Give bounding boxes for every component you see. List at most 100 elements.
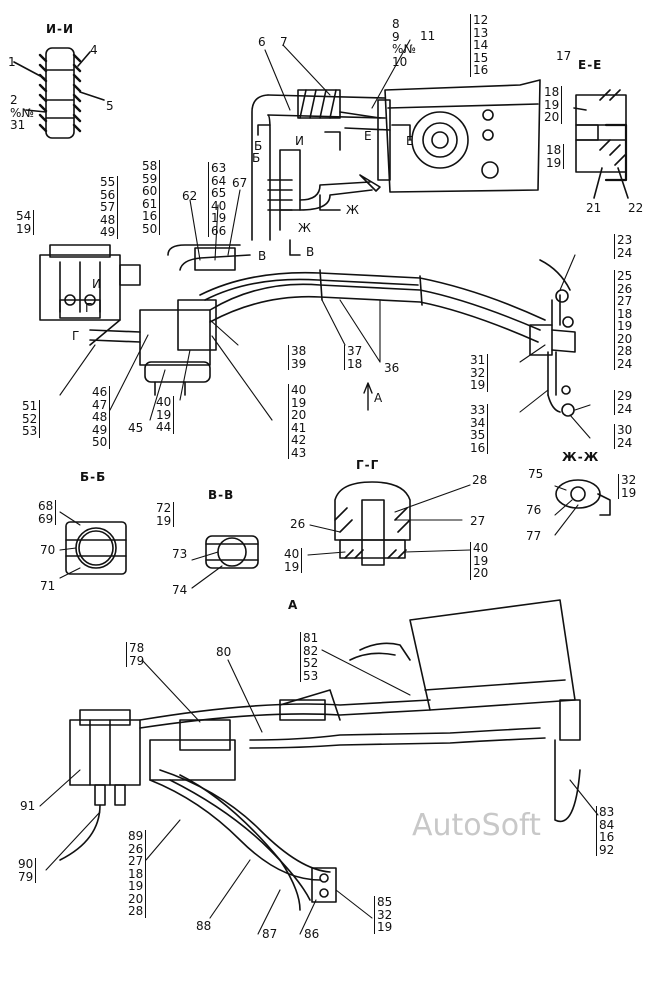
stack-line: 28: [617, 344, 633, 358]
stack-line: 32: [621, 473, 637, 487]
stack-line: 82: [303, 643, 319, 658]
part-stack-25-24: 25 26 27 18 19 20 28 24: [614, 270, 632, 370]
part-label-27: 27: [470, 514, 486, 528]
stack-line: 19: [473, 553, 489, 568]
stack-line: 83: [599, 805, 615, 819]
stack-line: 49: [100, 225, 116, 239]
stack-line: 20: [473, 566, 489, 580]
mark-e1: Е: [406, 134, 414, 148]
stack-line: 64: [211, 173, 227, 188]
stack-line: 41: [291, 420, 307, 435]
stack-line: 68: [38, 499, 54, 513]
part-stack-31-19: 31 32 19: [470, 354, 489, 392]
part-stack-23-24: 23 24: [614, 234, 632, 259]
stack-line: 26: [128, 841, 144, 856]
part-label-73: 73: [172, 547, 188, 561]
stack-line: 19: [284, 559, 300, 574]
stack-line: 2: [10, 93, 18, 107]
stack-line: 54: [16, 209, 32, 223]
part-label-74: 74: [172, 583, 188, 597]
part-label-36: 36: [384, 361, 400, 375]
stack-line: 40: [291, 383, 307, 397]
stack-line: 90: [18, 857, 34, 871]
stack-line: 85: [377, 895, 393, 909]
part-stack-89-28: 89 26 27 18 19 20 28: [128, 829, 147, 918]
stack-line: 19: [544, 97, 560, 112]
stack-line: 16: [470, 440, 486, 455]
stack-line: 19: [546, 155, 562, 170]
stack-line: 53: [303, 668, 319, 683]
stack-line: 35: [470, 428, 486, 442]
stack-line: 63: [211, 161, 227, 175]
mark-e2: Е: [364, 129, 372, 143]
stack-line: 44: [156, 420, 172, 434]
part-label-71: 71: [40, 579, 56, 593]
stack-line: 51: [22, 399, 38, 413]
stack-line: 19: [156, 407, 172, 422]
stack-line: 50: [142, 221, 158, 236]
view-a-assembly: [59, 599, 581, 911]
stack-line: 65: [211, 186, 227, 200]
stack-line: 24: [617, 356, 633, 371]
part-stack-33-16: 33 34 35 16: [470, 403, 489, 455]
stack-line: 37: [347, 344, 363, 358]
part-stack-78-79: 78 79: [126, 642, 144, 667]
stack-line: 19: [470, 378, 486, 392]
mark-v1: В: [258, 249, 267, 263]
valve-block: [39, 244, 251, 396]
part-stack-18-20: 18 19 20: [544, 86, 563, 124]
section-title-vv: В-В: [208, 488, 235, 502]
stack-line: 20: [617, 331, 633, 346]
stack-line: 15: [473, 50, 489, 65]
stack-line: 89: [128, 829, 144, 843]
stack-line: 20: [291, 408, 307, 422]
stack-line: 8: [392, 17, 400, 31]
part-stack-38-39: 38 39: [288, 345, 306, 370]
section-zhzh-clamp: [555, 479, 611, 516]
stack-line: 27: [617, 294, 633, 308]
stack-line: 24: [617, 435, 633, 450]
section-title-ii: И-И: [46, 22, 75, 36]
part-stack-85-19: 85 32 19: [374, 896, 392, 934]
stack-line: 52: [303, 656, 319, 670]
stack-line: 19: [16, 221, 32, 236]
part-stack-46-50: 46 47 48 49 50: [92, 385, 111, 449]
stack-line: 14: [473, 38, 489, 52]
section-gg-fitting: [334, 481, 411, 566]
stack-line: 56: [100, 187, 116, 202]
stack-line: 42: [291, 433, 307, 447]
mark-zh1: Ж: [346, 203, 359, 217]
part-stack-29-24: 29 24: [614, 390, 632, 415]
section-bb-clamp: [65, 521, 127, 575]
stack-line: 48: [92, 410, 108, 424]
stack-line: 19: [621, 485, 637, 500]
part-stack-51-53: 51 52 53: [22, 399, 41, 438]
stack-line: 32: [377, 907, 393, 922]
stack-line: 18: [347, 356, 363, 371]
mark-b1: Б: [254, 139, 263, 153]
stack-line: 19: [617, 319, 633, 333]
stack-line: 33: [470, 403, 486, 417]
stack-line: 16: [473, 63, 489, 77]
part-stack-40-19-left: 40 19: [284, 548, 303, 574]
part-stack-55-49: 55 56 57 48 49: [100, 176, 119, 239]
part-stack-54-19: 54 19: [16, 209, 35, 236]
stack-line: 52: [22, 411, 38, 426]
stack-line: 50: [92, 435, 108, 449]
stack-line: 20: [128, 891, 144, 906]
stack-line: 27: [128, 854, 144, 868]
arrow-a-label: А: [374, 391, 383, 405]
stack-line: 25: [617, 269, 633, 283]
part-stack-68-69: 68 69: [38, 499, 57, 525]
stack-line: 26: [617, 281, 633, 296]
mark-g1: Г: [85, 301, 93, 315]
part-label-28: 28: [472, 473, 488, 487]
stack-line: 84: [599, 817, 615, 832]
section-title-zhzh: Ж-Ж: [562, 450, 600, 464]
part-label-91: 91: [20, 799, 36, 813]
stack-line: 46: [92, 385, 108, 399]
stack-line: 19: [291, 395, 307, 410]
part-label-7: 7: [280, 35, 288, 49]
stack-line: 61: [142, 196, 158, 211]
